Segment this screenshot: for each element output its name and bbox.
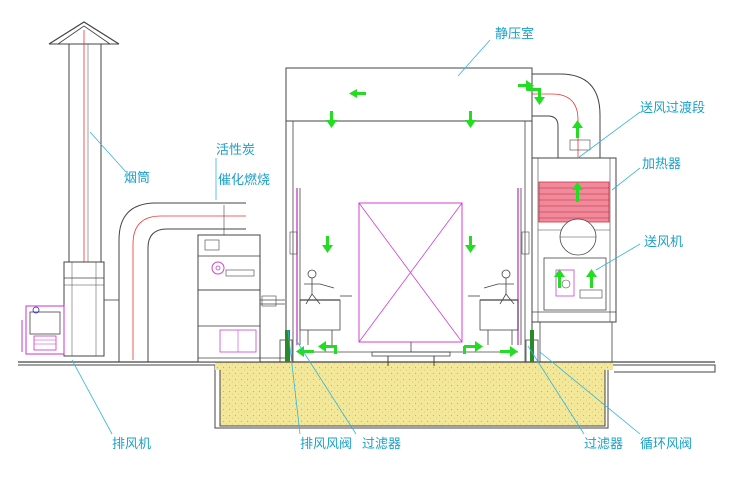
label-exhaust-fan: 排风机 [112,437,151,452]
flow-arrow-icon [518,80,534,91]
label-recirculation-damper: 循环风阀 [640,437,692,452]
label-filter-right: 过滤器 [584,437,623,452]
flow-arrow-icon [463,341,483,354]
labels: 烟筒 活性炭 催化燃烧 静压室 送风过渡段 加热器 送风机 排风机 排风风阀 过… [112,26,705,452]
flow-arrow-icon [572,120,583,138]
workpiece [358,202,463,366]
flow-arrow-icon [465,236,476,253]
label-exhaust-damper: 排风风阀 [300,437,352,452]
label-filter-left: 过滤器 [362,437,401,452]
catalytic-combustion-unit [197,205,285,363]
leader-lines [71,39,641,435]
airflow-arrows [296,80,597,357]
flow-arrow-icon [572,182,583,202]
flow-arrow-icon [554,269,565,288]
paint-booth [285,67,533,363]
flow-arrow-icon [586,269,597,288]
right-platform [468,269,519,345]
exhaust-duct [104,202,246,362]
flow-arrow-icon [500,346,518,357]
worker-icon [483,269,515,305]
supply-air-unit [531,157,617,362]
exhaust-fan [21,261,105,357]
flow-arrow-icon [326,111,337,128]
label-chimney: 烟筒 [124,170,150,186]
pit [219,367,606,427]
supply-air-duct [532,73,601,182]
label-plenum-chamber: 静压室 [495,26,534,42]
label-catalytic-combustion: 催化燃烧 [218,172,270,188]
flow-arrow-icon [318,341,337,354]
label-supply-fan: 送风机 [644,235,683,250]
flow-arrow-icon [296,346,314,357]
chimney [48,21,120,355]
flow-arrow-icon [322,236,333,253]
worker-icon [304,269,335,305]
flow-arrow-icon [349,89,366,98]
flow-arrow-icon [465,111,476,128]
label-supply-air-transition: 送风过渡段 [640,100,705,116]
label-heater: 加热器 [642,157,681,172]
flow-arrow-icon [527,88,545,105]
ground [18,361,716,429]
left-platform [299,269,352,345]
floor-filters [279,330,539,363]
label-activated-carbon: 活性炭 [216,143,255,158]
